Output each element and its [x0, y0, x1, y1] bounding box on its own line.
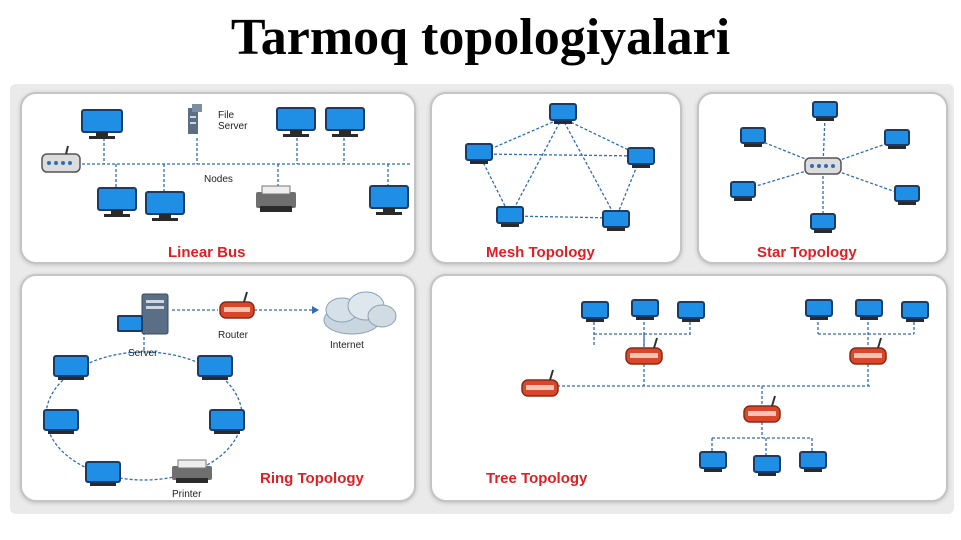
file-server-label: File Server	[218, 110, 248, 132]
computer-icon	[97, 187, 137, 217]
router-icon	[849, 337, 887, 365]
computer-icon	[197, 355, 233, 380]
mesh-panel: Mesh Topology	[430, 92, 682, 264]
computer-icon	[884, 129, 910, 149]
star-title: Star Topology	[757, 244, 857, 261]
linear-bus-title: Linear Bus	[168, 244, 246, 261]
router-icon	[743, 395, 781, 423]
computer-icon	[753, 455, 781, 476]
printer-icon	[172, 459, 212, 483]
computer-icon	[209, 409, 245, 434]
computer-icon	[43, 409, 79, 434]
computer-icon	[369, 185, 409, 215]
uplink-links	[143, 309, 312, 352]
bus-links	[62, 138, 412, 192]
computer-icon	[581, 301, 609, 322]
nodes-label: Nodes	[204, 174, 233, 185]
ring-diagram	[43, 291, 397, 486]
server-icon	[117, 293, 169, 335]
computer-icon	[812, 101, 838, 121]
star-diagram	[730, 101, 920, 233]
tree-title: Tree Topology	[486, 470, 588, 487]
computer-icon	[325, 107, 365, 137]
file-server-icon	[188, 104, 202, 134]
computer-icon	[894, 185, 920, 205]
computer-icon	[465, 143, 493, 164]
printer-label: Printer	[172, 489, 202, 500]
router-icon	[219, 291, 255, 319]
computer-icon	[677, 301, 705, 322]
internet-label: Internet	[330, 340, 364, 351]
server-label: Server	[128, 348, 158, 359]
computer-icon	[740, 127, 766, 147]
cloud-icon	[323, 291, 397, 335]
computer-icon	[53, 355, 89, 380]
tree-diagram	[521, 299, 929, 476]
tree-panel: Tree Topology	[430, 274, 948, 502]
computer-icon	[627, 147, 655, 168]
computer-icon	[549, 103, 577, 124]
computer-icon	[496, 206, 524, 227]
router-label: Router	[218, 330, 249, 341]
linear-bus-diagram	[41, 104, 412, 221]
mesh-links	[478, 117, 642, 219]
computer-icon	[730, 181, 756, 201]
page-title: Tarmoq topologiyalari	[230, 9, 731, 66]
ring-title: Ring Topology	[260, 470, 364, 487]
router-icon	[625, 337, 663, 365]
computer-icon	[81, 109, 123, 139]
computer-icon	[699, 451, 727, 472]
computer-icon	[810, 213, 836, 233]
computer-icon	[85, 461, 121, 486]
computer-icon	[631, 299, 659, 320]
mesh-title: Mesh Topology	[486, 244, 595, 261]
printer-icon	[256, 185, 296, 212]
computer-icon	[602, 210, 630, 231]
computer-icon	[276, 107, 316, 137]
hub-icon	[804, 157, 842, 175]
linear-bus-panel: File Server Nodes Linear Bus	[20, 92, 416, 264]
computer-icon	[805, 299, 833, 320]
mesh-diagram	[465, 103, 655, 231]
hub-icon	[41, 145, 81, 173]
tree-links	[542, 322, 915, 456]
computer-icon	[901, 301, 929, 322]
computer-icon	[799, 451, 827, 472]
computer-icon	[145, 191, 185, 221]
star-panel: Star Topology	[697, 92, 948, 264]
ring-panel: Server Router Internet Printer Ring Topo…	[20, 274, 416, 502]
computer-icon	[855, 299, 883, 320]
router-icon	[521, 369, 559, 397]
